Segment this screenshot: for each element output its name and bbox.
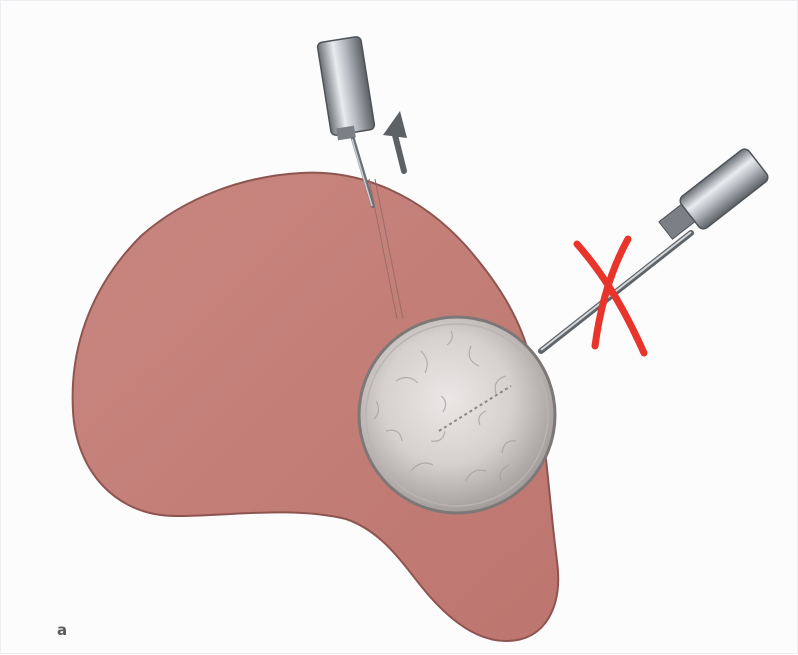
arrow-up-icon — [383, 111, 407, 171]
tumor — [359, 317, 555, 513]
inserted-needle — [541, 147, 770, 351]
panel-label: a — [57, 623, 67, 638]
